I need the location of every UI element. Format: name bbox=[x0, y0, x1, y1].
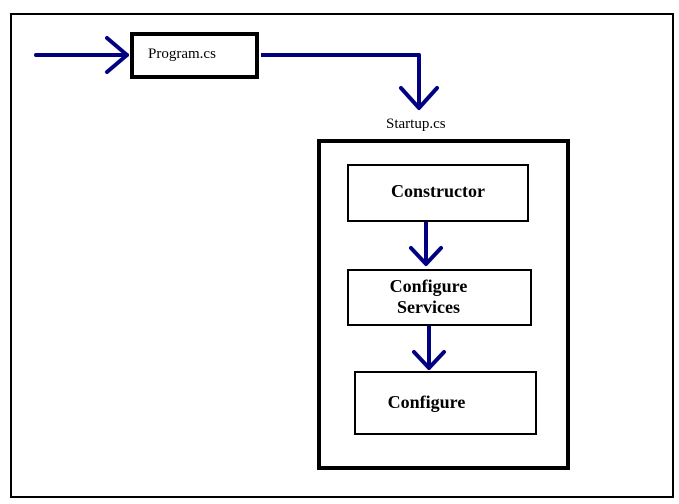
configure-services-box: Configure Services bbox=[347, 269, 532, 326]
program-cs-box: Program.cs bbox=[130, 32, 259, 79]
configure-box: Configure bbox=[354, 371, 537, 435]
configure-label: Configure bbox=[387, 391, 466, 412]
entry-arrow bbox=[34, 36, 129, 74]
constructor-to-services-arrow bbox=[409, 222, 443, 266]
constructor-box: Constructor bbox=[347, 164, 529, 222]
constructor-label: Constructor bbox=[391, 180, 485, 201]
program-cs-label: Program.cs bbox=[148, 45, 216, 62]
services-to-configure-arrow bbox=[412, 326, 446, 370]
startup-cs-label: Startup.cs bbox=[386, 116, 446, 132]
configure-services-label: Configure Services bbox=[389, 275, 468, 317]
startup-cs-container bbox=[317, 139, 570, 470]
outer-frame bbox=[10, 13, 674, 498]
program-to-startup-arrow bbox=[261, 53, 439, 110]
